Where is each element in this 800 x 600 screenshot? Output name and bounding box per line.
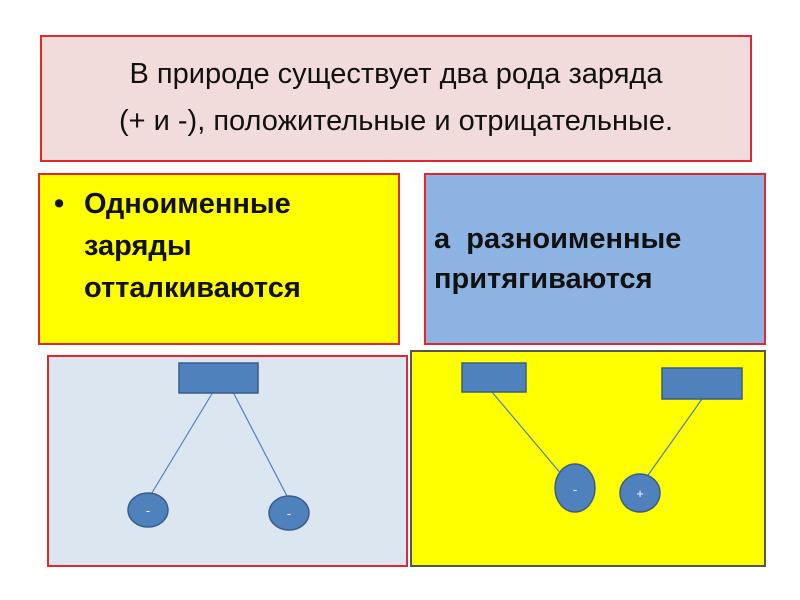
title-box: В природе существует два рода заряда (+ … xyxy=(40,35,752,162)
sign-right: - xyxy=(287,506,291,521)
left-thread xyxy=(491,391,563,476)
attract-diagram: - + xyxy=(461,362,743,513)
bullet-point: • xyxy=(54,188,65,220)
left-suspension-bar xyxy=(461,362,527,393)
sign-positive: + xyxy=(636,486,644,501)
like-charges-box: • Одноименные заряды отталкиваются xyxy=(38,173,400,345)
sign-negative: - xyxy=(573,482,577,497)
positive-ball xyxy=(619,473,661,513)
sign-left: - xyxy=(146,503,150,518)
left-thread xyxy=(149,391,214,497)
suspension-bar xyxy=(178,362,259,394)
right-suspension-bar xyxy=(661,367,743,400)
like-charges-line-3: отталкиваются xyxy=(84,272,301,304)
right-thread xyxy=(645,398,703,479)
like-charges-line-2: заряды xyxy=(84,230,192,262)
title-line-1: В природе существует два рода заряда xyxy=(129,58,663,90)
negative-ball xyxy=(554,463,596,513)
like-charges-line-1: Одноименные xyxy=(84,188,291,220)
unlike-charges-line-1: а разноименные xyxy=(434,223,682,255)
right-thread xyxy=(232,391,289,499)
unlike-charges-box: а разноименные притягиваются xyxy=(424,173,766,345)
negative-ball-left xyxy=(127,492,169,528)
title-line-2: (+ и -), положительные и отрицательные. xyxy=(118,105,674,137)
repel-diagram: - - xyxy=(127,362,310,531)
unlike-charges-line-2: притягиваются xyxy=(434,263,653,295)
negative-ball-right xyxy=(268,495,310,531)
